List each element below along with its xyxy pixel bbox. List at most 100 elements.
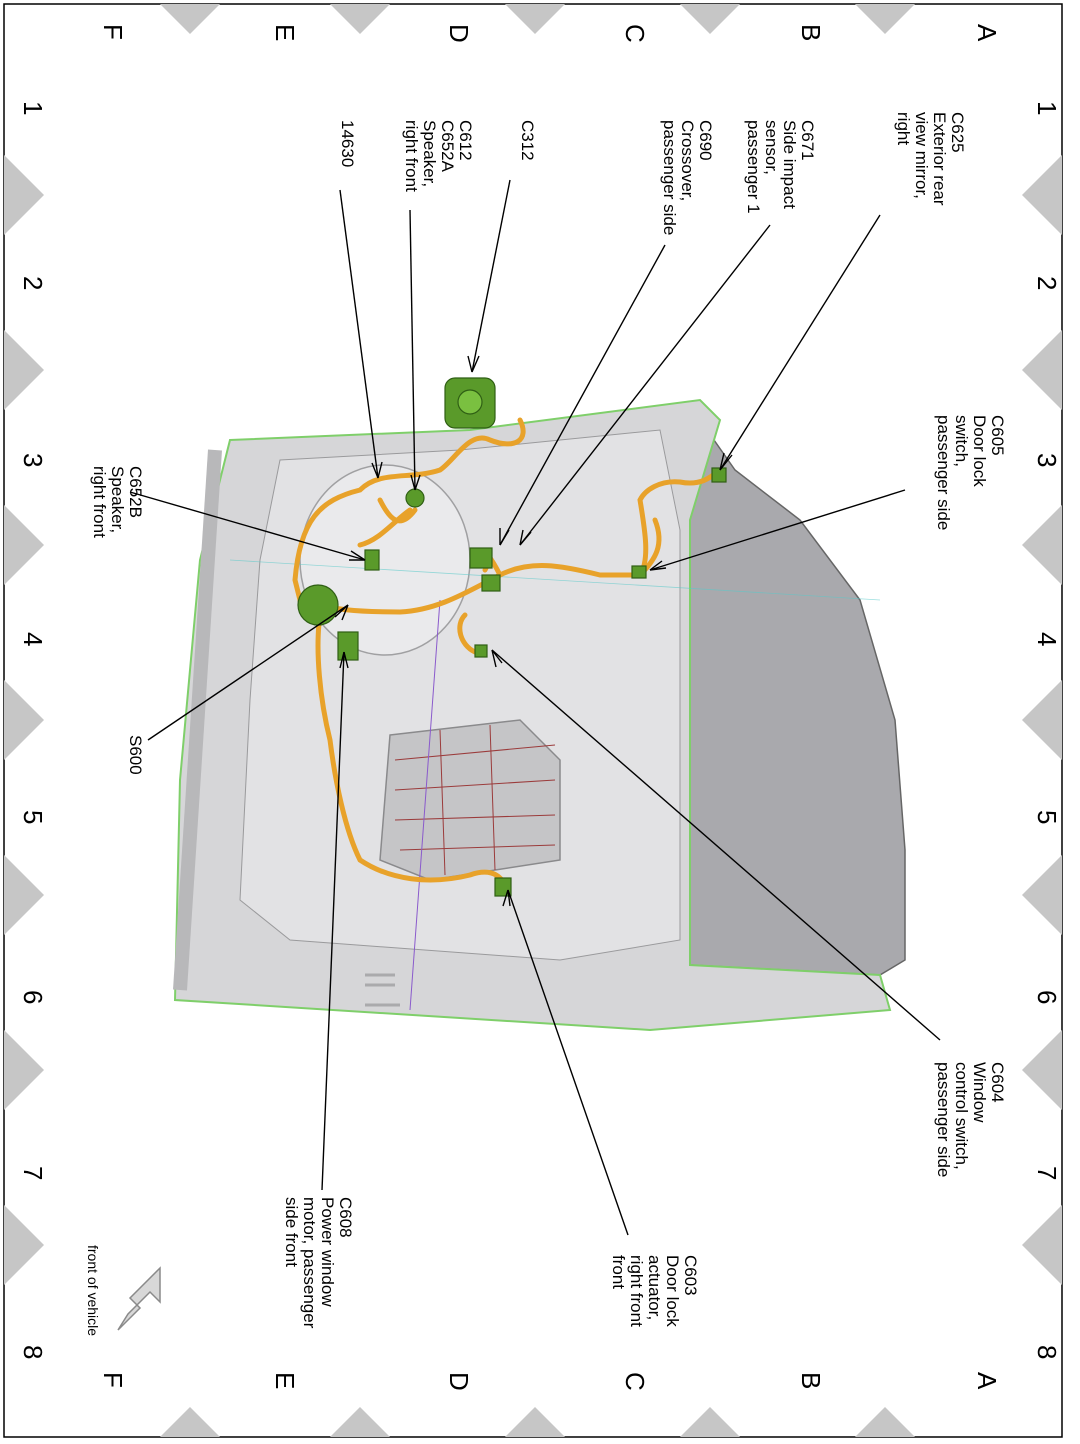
c612-line-1: C612 [456, 120, 475, 161]
callout-c608: C608 Power window motor, passenger side … [282, 1197, 355, 1329]
c603-line-2: Door lock [663, 1255, 682, 1327]
grid-col-4-left: 4 [18, 632, 48, 646]
c671-line-3: sensor, [762, 120, 781, 175]
speaker-opening [299, 464, 471, 656]
grid-col-2-left: 2 [18, 276, 48, 290]
grid-row-d-top: D [444, 24, 474, 43]
connector-c671-icon [469, 547, 493, 569]
callout-c612: C612 C652A Speaker, right front [402, 120, 475, 192]
grid-row-a-top: A [972, 24, 1002, 42]
callout-s600: S600 [126, 735, 145, 775]
grid-col-labels-right: 1 2 3 4 5 6 7 8 [1032, 101, 1062, 1359]
grid-col-labels-left: 1 2 3 4 5 6 7 8 [18, 101, 48, 1359]
grid-row-a-bottom: A [972, 1372, 1002, 1390]
c608-line-3: motor, passenger [300, 1197, 319, 1329]
grid-row-f-top: F [98, 24, 128, 40]
access-hole [379, 719, 561, 881]
c671-line-2: Side impact [780, 120, 799, 209]
callout-c652b: C652B Speaker, right front [90, 466, 145, 538]
grid-row-b-bottom: B [796, 1372, 826, 1389]
c625-line-1: C625 [948, 112, 967, 153]
c671-line-1: C671 [798, 120, 817, 161]
connector-c605-icon [631, 565, 647, 579]
door-edge-strip [173, 449, 222, 991]
s600-line-1: S600 [126, 735, 145, 775]
callout-c312: C312 [518, 120, 537, 161]
grid-col-4-right: 4 [1032, 632, 1062, 646]
c608-line-1: C608 [336, 1197, 355, 1238]
c604-line-4: passenger side [934, 1062, 953, 1177]
grid-col-5-left: 5 [18, 810, 48, 824]
c605-line-1: C605 [988, 415, 1007, 456]
c652b-line-2: Speaker, [108, 466, 127, 533]
c612-line-4: right front [402, 120, 421, 192]
grid-row-e-bottom: E [270, 1372, 300, 1389]
grid-col-7-right: 7 [1032, 1166, 1062, 1180]
connector-c612-icon [405, 488, 425, 508]
c603-line-3: actuator, [645, 1255, 664, 1320]
grid-row-e-top: E [270, 24, 300, 41]
connector-c608-icon [337, 631, 359, 661]
callout-c625: C625 Exterior rear view mirror, right [894, 112, 967, 206]
callout-14630: 14630 [338, 120, 357, 167]
c604-line-2: Window [970, 1062, 989, 1123]
c603-line-4: right front [627, 1255, 646, 1327]
c605-line-3: switch, [952, 415, 971, 467]
grid-col-3-right: 3 [1032, 453, 1062, 467]
connector-c652b-icon [364, 549, 380, 571]
c605-line-4: passenger side [934, 415, 953, 530]
grid-col-3-left: 3 [18, 453, 48, 467]
connector-c625-icon [711, 467, 727, 483]
c604-line-1: C604 [988, 1062, 1007, 1103]
front-of-vehicle-label: front of vehicle [85, 1245, 101, 1336]
c625-line-3: view mirror, [912, 112, 931, 199]
c690-line-3: passenger side [660, 120, 679, 235]
callout-c605: C605 Door lock switch, passenger side [934, 415, 1007, 530]
connector-c690-icon [481, 574, 501, 592]
c605-line-2: Door lock [970, 415, 989, 487]
grid-row-f-bottom: F [98, 1372, 128, 1388]
grid-row-labels-bottom: A B C D E F [98, 1372, 1002, 1391]
door-inner-recess [239, 429, 681, 961]
c608-line-2: Power window [318, 1197, 337, 1307]
grid-row-c-top: C [620, 24, 650, 43]
grid-col-7-left: 7 [18, 1166, 48, 1180]
c690-line-2: Crossover, [678, 120, 697, 201]
callout-c671: C671 Side impact sensor, passenger 1 [744, 120, 817, 214]
connector-c604-icon [474, 644, 488, 658]
grid-col-1-right: 1 [1032, 101, 1062, 115]
c690-line-1: C690 [696, 120, 715, 161]
callout-c690: C690 Crossover, passenger side [660, 120, 715, 235]
splice-s600-icon [297, 584, 339, 626]
callout-c604: C604 Window control switch, passenger si… [934, 1062, 1007, 1177]
grid-col-6-left: 6 [18, 990, 48, 1004]
grid-col-6-right: 6 [1032, 990, 1062, 1004]
leader-lines [129, 179, 941, 1236]
grid-row-labels-top: A B C D E F [98, 24, 1002, 43]
c671-line-4: passenger 1 [744, 120, 763, 214]
grid-row-d-bottom: D [444, 1372, 474, 1391]
grid-col-8-right: 8 [1032, 1345, 1062, 1359]
c652b-line-1: C652B [126, 466, 145, 518]
grid-row-c-bottom: C [620, 1372, 650, 1391]
n14630-line-1: 14630 [338, 120, 357, 167]
connector-c312-icon [444, 377, 496, 429]
c625-line-4: right [894, 112, 913, 145]
grid-col-5-right: 5 [1032, 810, 1062, 824]
front-of-vehicle-indicator: front of vehicle [85, 1245, 161, 1336]
grid-row-b-top: B [796, 24, 826, 41]
c612-line-2: C652A [438, 120, 457, 173]
c625-line-2: Exterior rear [930, 112, 949, 206]
c312-line-1: C312 [518, 120, 537, 161]
border-markers [4, 4, 1062, 1437]
callout-c603: C603 Door lock actuator, right front fro… [609, 1255, 700, 1327]
front-arrow-icon [117, 1266, 161, 1331]
grid-col-8-left: 8 [18, 1345, 48, 1359]
c608-line-4: side front [282, 1197, 301, 1267]
c612-line-3: Speaker, [420, 120, 439, 187]
c603-line-1: C603 [681, 1255, 700, 1296]
grid-col-1-left: 1 [18, 101, 48, 115]
c604-line-3: control switch, [952, 1062, 971, 1170]
grid-col-2-right: 2 [1032, 276, 1062, 290]
